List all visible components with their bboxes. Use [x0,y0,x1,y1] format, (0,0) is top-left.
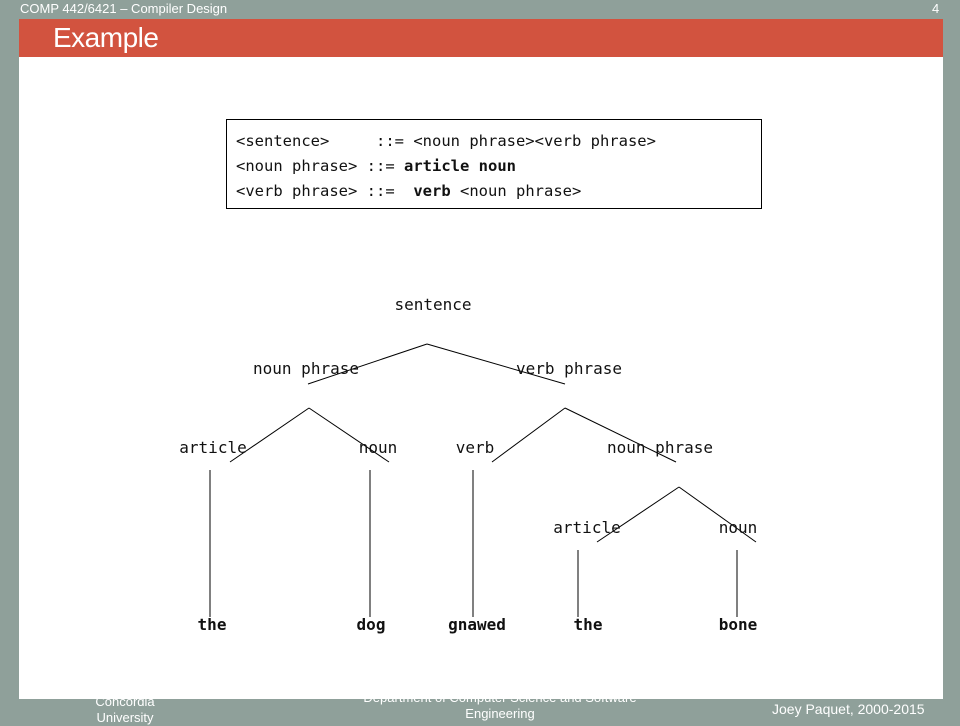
tree-node-label: noun phrase [607,438,713,457]
tree-node-label: verb phrase [516,359,622,378]
rule-operator: ::= [366,182,395,200]
rule-lhs: <sentence> [236,132,376,150]
tree-edge [426,343,566,385]
rule-rhs-part: <noun phrase> [460,182,582,200]
slide: Example <sentence> ::= <noun phrase><ver… [19,19,943,699]
rule-rhs-part: verb [413,182,451,200]
tree-node-label: article [179,438,246,457]
tree-edge [678,486,757,543]
tree-edge [596,486,680,543]
rule-rhs-part: article noun [404,157,516,175]
tree-node-label: noun [719,518,758,537]
rule-lhs: <noun phrase> [236,157,367,175]
tree-edge [307,343,428,385]
rule-lhs: <verb phrase> [236,182,367,200]
tree-node-label: noun [359,438,398,457]
grammar-box: <sentence> ::= <noun phrase><verb phrase… [226,119,762,209]
grammar-rule-noun-phrase: <noun phrase> ::= article noun [236,156,516,176]
tree-node-label: noun phrase [253,359,359,378]
tree-node-label: sentence [394,295,471,314]
footer-author: Joey Paquet, 2000-2015 [772,701,925,717]
rule-rhs-part: <noun phrase><verb phrase> [413,132,656,150]
tree-leaf-word: dog [357,615,386,634]
title-bar: Example [19,19,943,57]
tree-edge [491,407,566,463]
tree-edge [229,407,310,463]
rule-operator: ::= [375,132,404,150]
rule-operator: ::= [366,157,395,175]
parse-tree: sentence noun phrase verb phrase article nou… [179,295,758,634]
slide-title: Example [53,22,159,53]
tree-edge [308,407,390,463]
tree-leaf-word: bone [719,615,758,634]
tree-node-label: article [553,518,620,537]
course-title: COMP 442/6421 – Compiler Design [20,1,228,16]
page-number: 4 [932,1,940,16]
grammar-rule-sentence: <sentence> ::= <noun phrase><verb phrase… [236,131,656,151]
footer-university: Concordia University [95,694,155,725]
tree-leaf-word: the [574,615,603,634]
tree-edge [564,407,677,463]
tree-leaf-word: the [198,615,227,634]
tree-leaf-word: gnawed [448,615,506,634]
grammar-rule-verb-phrase: <verb phrase> ::= verb <noun phrase> [236,181,581,201]
footer-department: Department of Computer Science and Softw… [363,690,637,721]
tree-node-label: verb [456,438,495,457]
